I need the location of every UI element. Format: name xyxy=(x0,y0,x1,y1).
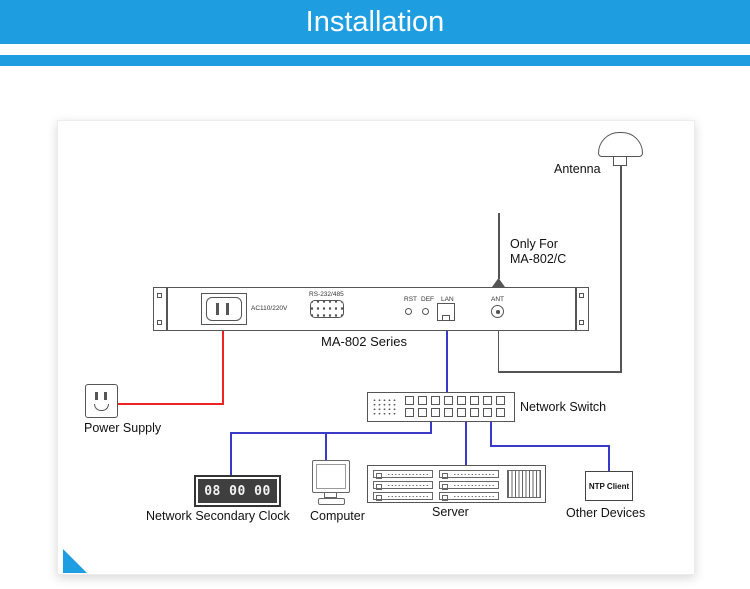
server-drive-bay xyxy=(439,492,499,501)
ant-label: ANT xyxy=(491,296,504,303)
computer-label: Computer xyxy=(310,509,365,523)
rack-hole xyxy=(157,293,162,298)
inlet-pin xyxy=(226,303,229,315)
serial-port-label: RS-232/485 xyxy=(309,291,344,298)
whip-antenna-icon xyxy=(498,213,500,279)
outlet-slot xyxy=(104,392,107,400)
switch-port xyxy=(418,408,427,417)
antenna-label: Antenna xyxy=(554,162,601,176)
page-title: Installation xyxy=(305,6,445,38)
card-corner-fold xyxy=(63,549,87,573)
server-label: Server xyxy=(432,505,469,519)
whip-note-line1: Only For xyxy=(510,237,558,251)
clock-label: Network Secondary Clock xyxy=(146,509,290,523)
switch-port xyxy=(483,408,492,417)
switch-port xyxy=(457,408,466,417)
server-drive-bay xyxy=(439,481,499,490)
diagram-card: Antenna Only For MA-802/C AC110/220V RS-… xyxy=(57,120,695,575)
wire-antenna-down xyxy=(620,165,622,372)
ac-voltage-label: AC110/220V xyxy=(251,305,288,312)
server-drive-bay xyxy=(373,470,433,479)
switch-port xyxy=(457,396,466,405)
server-drive-bay xyxy=(373,481,433,490)
header-bar: Installation xyxy=(0,0,750,44)
ntp-client-box: NTP Client xyxy=(585,471,633,501)
switch-port xyxy=(431,408,440,417)
wire-to-other-devices xyxy=(608,445,610,471)
wire-to-server xyxy=(465,422,467,465)
switch-port xyxy=(418,396,427,405)
switch-port xyxy=(431,396,440,405)
wire-antenna-to-ant-port xyxy=(497,331,499,372)
network-switch-label: Network Switch xyxy=(520,400,607,414)
rj45-notch xyxy=(442,315,450,321)
power-inlet-socket xyxy=(206,297,242,321)
switch-vents xyxy=(372,398,398,416)
switch-port xyxy=(470,408,479,417)
wire-ntp-feed xyxy=(490,422,492,446)
whip-antenna-base xyxy=(492,278,505,287)
power-supply-label: Power Supply xyxy=(84,421,162,435)
switch-port xyxy=(405,408,414,417)
def-label: DEF xyxy=(421,296,434,303)
computer-base xyxy=(318,498,345,505)
server-grill xyxy=(507,470,541,498)
wire-to-computer xyxy=(325,432,327,460)
switch-port xyxy=(496,408,505,417)
rst-button xyxy=(405,308,412,315)
rack-ear-left xyxy=(166,287,168,331)
wire-lan-to-switch xyxy=(446,331,448,392)
whip-note-line2: MA-802/C xyxy=(510,252,567,266)
device-model-label: MA-802 Series xyxy=(321,334,407,349)
lan-port-icon xyxy=(437,303,455,321)
computer-icon xyxy=(312,460,350,493)
wire-switch-feed xyxy=(430,422,432,434)
computer-screen xyxy=(316,464,346,489)
server-drive-bay xyxy=(373,492,433,501)
switch-ports-row-bottom xyxy=(405,408,511,417)
rack-hole xyxy=(579,320,584,325)
switch-ports-row-top xyxy=(405,396,511,405)
switch-port xyxy=(444,396,453,405)
ant-connector-icon xyxy=(491,305,504,318)
switch-port xyxy=(444,408,453,417)
wire-ntp-across xyxy=(490,445,609,447)
def-button xyxy=(422,308,429,315)
gps-antenna-icon xyxy=(598,132,643,157)
computer-neck xyxy=(324,493,337,498)
ant-connector-pin xyxy=(496,310,500,314)
serial-port-icon xyxy=(310,300,344,318)
header-accent-strip xyxy=(0,55,750,66)
rack-hole xyxy=(579,293,584,298)
rst-label: RST xyxy=(404,296,417,303)
rack-hole xyxy=(157,320,162,325)
wire-power-across xyxy=(118,403,224,405)
switch-port xyxy=(483,396,492,405)
switch-port xyxy=(405,396,414,405)
power-outlet-icon xyxy=(85,384,118,418)
rack-ear-right xyxy=(575,287,577,331)
wire-to-clock xyxy=(230,432,232,475)
wire-bus xyxy=(230,432,431,434)
server-drive-bay xyxy=(439,470,499,479)
inlet-pin xyxy=(216,303,219,315)
switch-port xyxy=(470,396,479,405)
clock-display: 08 00 00 xyxy=(198,479,277,503)
other-devices-label: Other Devices xyxy=(566,506,646,520)
wire-antenna-across xyxy=(498,371,622,373)
wire-power-down xyxy=(222,331,224,404)
lan-label: LAN xyxy=(441,296,454,303)
switch-port xyxy=(496,396,505,405)
outlet-slot xyxy=(95,392,98,400)
